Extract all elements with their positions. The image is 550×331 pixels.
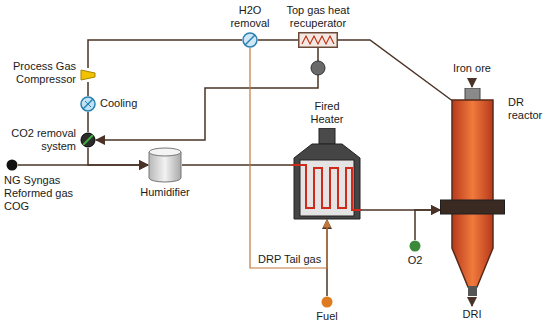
equipment-label: DR reactor — [508, 96, 548, 122]
equipment-label: NG Syngas Reformed gas COG — [4, 174, 74, 213]
feed-arrow — [471, 78, 473, 87]
equipment-label: CO2 removal system — [8, 127, 76, 153]
process-line — [88, 148, 148, 165]
fuel-inlet-symbol — [321, 296, 333, 308]
equipment-label: H2O removal — [222, 4, 278, 30]
heat-recuperator: Top gas heat recuperator — [278, 4, 358, 48]
equipment-label: Top gas heat recuperator — [278, 4, 358, 30]
equipment-label: Fired Heater — [302, 100, 352, 126]
process-line — [415, 210, 440, 240]
process-line — [87, 112, 89, 132]
heat-recuperator-symbol — [298, 32, 338, 48]
oxygen-inlet: O2 — [400, 240, 430, 267]
cooler-unit: Cooling — [80, 96, 160, 112]
dr-reactor-symbol — [440, 88, 505, 296]
line-label: DRP Tail gas — [256, 253, 323, 266]
co2-removal-unit: CO2 removal system — [8, 127, 96, 153]
water-removal-unit-symbol — [242, 32, 258, 48]
humidifier-vessel: Humidifier — [130, 147, 200, 199]
process-line — [338, 40, 452, 101]
humidifier-vessel-symbol — [148, 147, 182, 183]
fuel-inlet: Fuel — [305, 296, 349, 323]
cooler-unit-symbol — [80, 96, 96, 112]
fired-heater: Fired Heater — [292, 100, 362, 220]
oxygen-inlet-symbol — [409, 240, 421, 252]
compressor-unit-symbol — [80, 68, 96, 82]
process-line — [87, 82, 89, 96]
process-line — [96, 48, 318, 140]
water-removal-unit: H2O removal — [222, 4, 278, 48]
product-label: DRI — [463, 308, 482, 321]
equipment-label: Process Gas Compressor — [8, 60, 76, 86]
discharge-arrow — [471, 297, 473, 306]
steam-drum — [311, 61, 325, 75]
equipment-label: Fuel — [305, 310, 349, 323]
fired-heater-symbol — [292, 128, 362, 220]
compressor-unit: Process Gas Compressor — [8, 60, 96, 86]
dr-reactor: DR reactor — [440, 88, 548, 296]
gas-inlet-symbol — [6, 159, 18, 171]
process-line — [258, 39, 298, 41]
equipment-label: Cooling — [100, 97, 160, 110]
co2-removal-unit-symbol — [80, 132, 96, 148]
feed-label: Iron ore — [453, 62, 491, 75]
gas-inlet: NG Syngas Reformed gas COG — [4, 159, 74, 213]
process-line — [18, 164, 148, 166]
process-line — [88, 40, 242, 68]
equipment-label: O2 — [400, 254, 430, 267]
equipment-label: Humidifier — [130, 186, 200, 199]
process-line — [182, 164, 292, 166]
